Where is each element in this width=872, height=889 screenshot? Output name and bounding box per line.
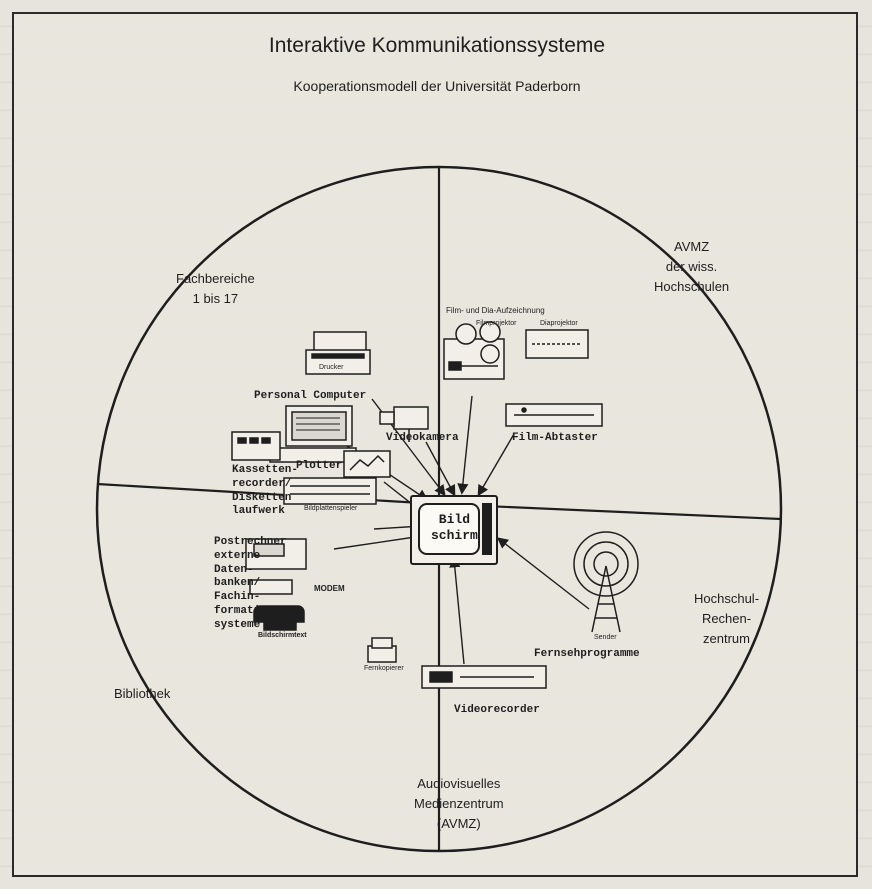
label-modem: MODEM bbox=[314, 584, 345, 593]
avmz-line-3: Hochschulen bbox=[654, 279, 730, 295]
medienzentrum-line-3: (AVMZ) bbox=[436, 816, 481, 832]
medienzentrum-line-2: Medienzentrum bbox=[414, 796, 504, 812]
diagram-subtitle: Kooperationsmodell der Universität Pader… bbox=[293, 78, 581, 94]
label-rechenzentrum: Hochschul- Rechen- zentrum bbox=[694, 589, 759, 649]
cassette-recorder-icon bbox=[231, 431, 281, 461]
label-fachbereiche: Fachbereiche 1 bis 17 bbox=[176, 269, 255, 309]
label-drucker: Drucker bbox=[319, 364, 344, 371]
postrechner-line-5: Fachin- bbox=[214, 591, 261, 603]
label-film-abtaster: Film-Abtaster bbox=[512, 432, 598, 444]
kassetten-line-1: Kassetten- bbox=[232, 464, 299, 476]
fachbereiche-line-1: Fachbereiche bbox=[176, 271, 255, 286]
postrechner-line-2: externe bbox=[214, 549, 261, 562]
label-videokamera: Videokamera bbox=[386, 432, 459, 444]
postrechner-line-3: Daten- bbox=[214, 563, 254, 576]
kassetten-line-3: Disketten bbox=[232, 491, 292, 504]
postrechner-line-4: banken/ bbox=[214, 577, 261, 590]
kassetten-line-4: laufwerk bbox=[232, 505, 285, 518]
label-film-dia: Film- und Dia-Aufzeichnung bbox=[446, 306, 545, 315]
printer-icon bbox=[305, 331, 371, 375]
label-medienzentrum: Audiovisuelles Medienzentrum (AVMZ) bbox=[414, 774, 504, 834]
label-personal-computer: Personal Computer bbox=[254, 390, 367, 402]
postrechner-line-6: formations- bbox=[214, 604, 287, 617]
video-recorder-icon bbox=[421, 665, 547, 689]
diagram-title: Interaktive Kommunikationssysteme bbox=[268, 34, 606, 57]
personal-computer-icon bbox=[269, 405, 357, 463]
label-bildplattenspieler: Bildplattenspieler bbox=[304, 505, 358, 512]
label-kassetten: Kassetten- recorder/ Disketten laufwerk bbox=[232, 464, 298, 519]
rechenzentrum-line-2: Rechen- bbox=[701, 611, 752, 627]
disc-player-icon bbox=[283, 477, 377, 505]
bildschirm-line-2: schirm bbox=[431, 528, 478, 544]
film-projector-icon bbox=[443, 321, 505, 380]
label-filmprojektor: Filmprojektor bbox=[476, 320, 517, 327]
label-fernsehprogramme: Fernsehprogramme bbox=[534, 648, 640, 660]
label-sender: Sender bbox=[594, 634, 617, 641]
diagram-frame: Interaktive Kommunikationssysteme Kooper… bbox=[12, 12, 858, 877]
fax-icon bbox=[367, 637, 397, 663]
telephone-icon bbox=[245, 538, 307, 595]
label-bildschirmtext: Bildschirmtext bbox=[258, 632, 307, 639]
kassetten-line-2: recorder/ bbox=[232, 477, 292, 490]
bildschirm-line-1: Bild bbox=[438, 512, 471, 527]
postrechner-line-1: Postrechner bbox=[214, 536, 287, 548]
avmz-line-1: AVMZ bbox=[674, 239, 710, 254]
label-bildschirm: Bild schirm bbox=[431, 512, 478, 545]
video-camera-icon bbox=[379, 406, 429, 442]
label-avmz-wiss: AVMZ der wiss. Hochschulen bbox=[654, 237, 729, 297]
medienzentrum-line-1: Audiovisuelles bbox=[417, 776, 501, 791]
transmitter-icon bbox=[573, 531, 639, 633]
rechenzentrum-line-3: zentrum bbox=[703, 631, 750, 647]
diagram-drawing bbox=[95, 165, 783, 853]
plotter-icon bbox=[343, 450, 391, 478]
avmz-line-2: der wiss. bbox=[665, 259, 718, 275]
label-diaprojektor: Diaprojektor bbox=[540, 320, 578, 327]
fachbereiche-line-2: 1 bis 17 bbox=[192, 291, 239, 307]
label-videorecorder: Videorecorder bbox=[454, 704, 540, 716]
label-postrechner: Postrechner externe Daten- banken/ Fachi… bbox=[214, 536, 287, 632]
rechenzentrum-line-1: Hochschul- bbox=[694, 591, 760, 606]
label-bibliothek: Bibliothek bbox=[114, 686, 171, 701]
label-fernkopierer: Fernkopierer bbox=[364, 665, 404, 672]
outer-circle bbox=[95, 165, 783, 853]
screen-icon bbox=[410, 495, 498, 565]
videotex-phone-icon bbox=[253, 605, 305, 631]
slide-projector-icon bbox=[525, 329, 589, 359]
postrechner-line-7: systeme bbox=[214, 618, 261, 631]
film-scanner-icon bbox=[505, 403, 603, 427]
label-plotter: Plotter bbox=[296, 460, 343, 472]
